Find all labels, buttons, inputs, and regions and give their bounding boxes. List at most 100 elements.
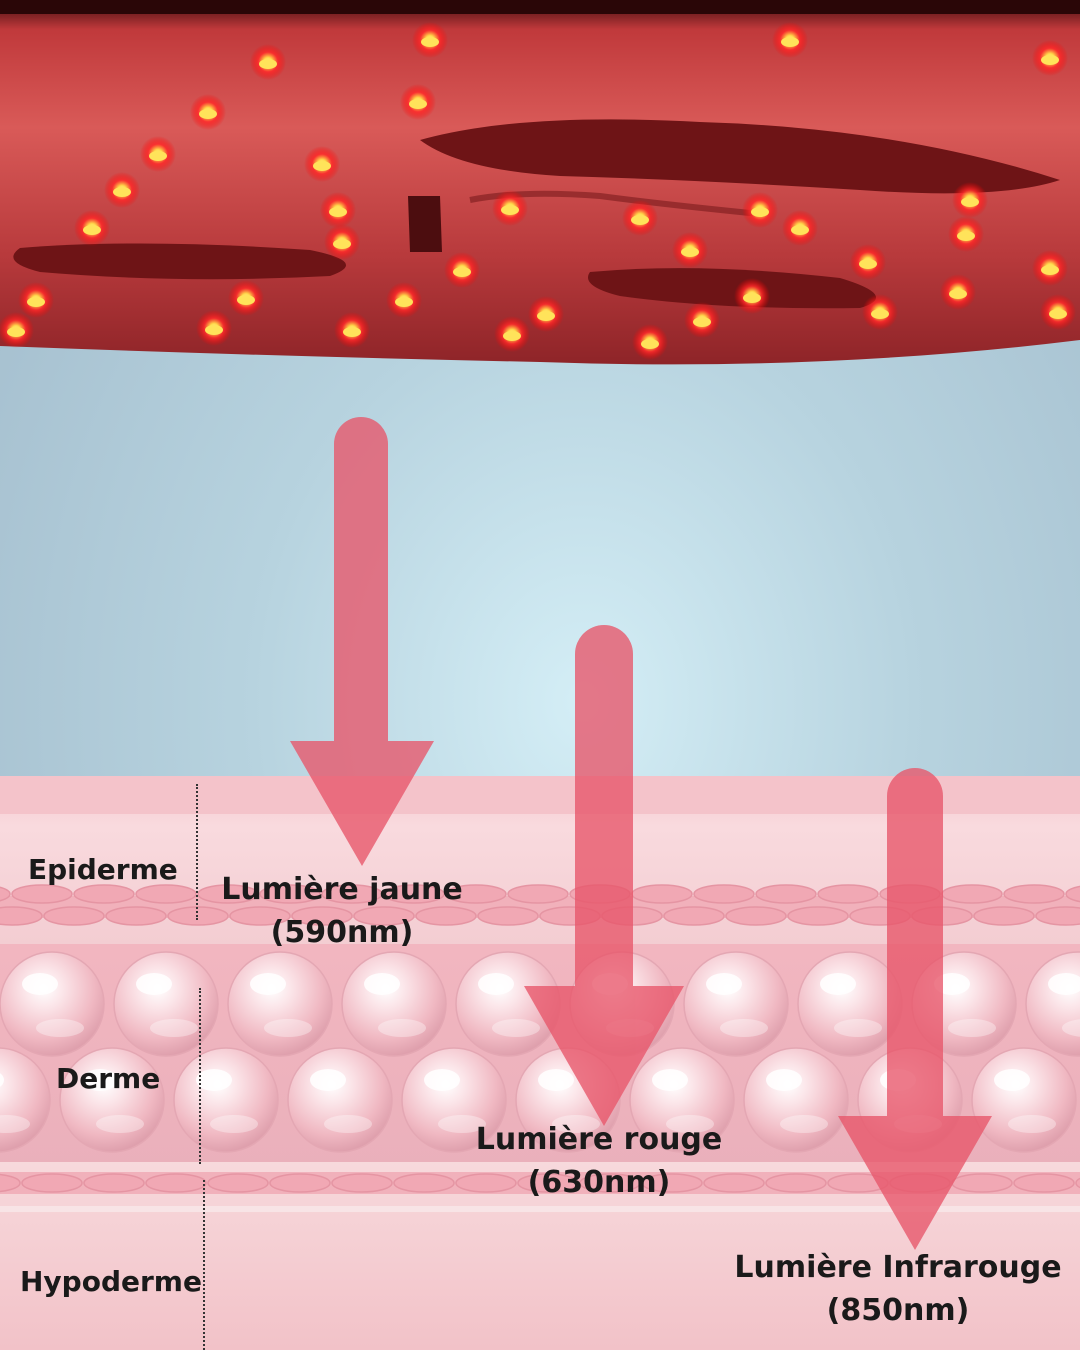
epidermis-cell [11, 884, 73, 904]
led-light [622, 200, 658, 236]
dermis-cell [743, 1047, 849, 1153]
red-light-wavelength: (630nm) [527, 1165, 671, 1200]
hypodermis-cell [703, 1173, 765, 1193]
led-light [940, 274, 976, 310]
epidermis-cell [229, 906, 291, 926]
epidermis-cell [817, 884, 879, 904]
led-light [304, 146, 340, 182]
mask-eye-opening-left [13, 243, 346, 280]
led-light [1040, 294, 1076, 330]
hypodermis-cell [455, 1173, 517, 1193]
led-light [444, 252, 480, 288]
epidermis-cell [0, 886, 11, 902]
epidermis-cells [0, 884, 1080, 926]
hypodermis-cell [83, 1173, 145, 1193]
led-light [250, 44, 286, 80]
infrared-light-name: Lumière Infrarouge [734, 1250, 1062, 1285]
led-light [672, 232, 708, 268]
led-light [18, 282, 54, 318]
led-light [0, 312, 34, 348]
dermis-cell [0, 1047, 51, 1153]
dermis-cell [797, 951, 903, 1057]
led-light [196, 310, 232, 346]
dermis-cells [0, 951, 1080, 1153]
epidermis-cell [167, 906, 229, 926]
epidermis-cell [787, 906, 849, 926]
dermis-cell [113, 951, 219, 1057]
hypodermis-cell [21, 1173, 83, 1193]
epidermis-cell [415, 906, 477, 926]
yellow-light-name: Lumière jaune [221, 872, 463, 907]
epidermis-cell [43, 906, 105, 926]
hypodermis-cell [331, 1173, 393, 1193]
yellow-light-wavelength: (590nm) [270, 915, 414, 950]
hypodermis-cell [517, 1173, 579, 1193]
led-light [412, 22, 448, 58]
arrow-yellow-light [290, 417, 434, 866]
led-light [190, 94, 226, 130]
led-mask-photo [0, 0, 1080, 365]
led-light [494, 316, 530, 352]
hypodermis-cell [579, 1173, 641, 1193]
epidermis-cell [663, 906, 725, 926]
hypodermis-cell [641, 1173, 703, 1193]
epidermis-cell [321, 884, 383, 904]
dermis-cell [683, 951, 789, 1057]
led-light [492, 190, 528, 226]
epidermis-cell [197, 884, 259, 904]
mask-nose-bridge [408, 196, 442, 252]
derme-label: Derme [56, 1062, 161, 1095]
red-light-label: Lumière rouge (630nm) [454, 1118, 744, 1204]
epidermis-cell [507, 884, 569, 904]
skin-cross-section [0, 776, 1080, 1350]
led-light [104, 172, 140, 208]
epidermis-cell [259, 884, 321, 904]
led-light [386, 282, 422, 318]
dermis-cell [0, 951, 105, 1057]
led-light [140, 136, 176, 172]
dermis-cell [341, 951, 447, 1057]
red-light-name: Lumière rouge [475, 1122, 723, 1157]
dermis-cell [227, 951, 333, 1057]
epidermis-cell [105, 906, 167, 926]
hypodermis-cell [1075, 1177, 1080, 1189]
epidermis-cell [477, 906, 539, 926]
arrow-red-light [524, 625, 684, 1126]
derme-divider [199, 988, 201, 1164]
epidermis-cell [693, 884, 755, 904]
led-light [528, 296, 564, 332]
hypodermis-cell [269, 1173, 331, 1193]
led-light [850, 244, 886, 280]
led-light [74, 210, 110, 246]
hypodermis-cell [393, 1173, 455, 1193]
dermis-cell [401, 1047, 507, 1153]
epidermis-cell [445, 884, 507, 904]
led-light [1032, 250, 1068, 286]
epidermis-cell [1035, 906, 1080, 926]
dermis-cell [1025, 951, 1080, 1057]
mask-eye-opening-right [420, 119, 1060, 194]
epidermis-cell [353, 906, 415, 926]
led-light [862, 294, 898, 330]
mask-mouth-opening [588, 268, 876, 309]
led-light [400, 84, 436, 120]
led-light [952, 182, 988, 218]
epidermis-cell [73, 884, 135, 904]
epiderme-label: Epiderme [28, 853, 178, 886]
dermis-cell [629, 1047, 735, 1153]
led-light [782, 210, 818, 246]
yellow-light-label: Lumière jaune (590nm) [210, 868, 474, 954]
led-light [734, 278, 770, 314]
arrow-infrared-light [838, 768, 992, 1250]
epiderme-divider [196, 784, 198, 920]
led-light [742, 192, 778, 228]
hypoderme-label: Hypoderme [20, 1265, 202, 1298]
led-light [228, 280, 264, 316]
led-light [684, 302, 720, 338]
hypodermis-cell [207, 1173, 269, 1193]
hypoderme-divider [203, 1180, 205, 1350]
led-light [632, 324, 668, 360]
led-light [320, 192, 356, 228]
dermis-cell [455, 951, 561, 1057]
